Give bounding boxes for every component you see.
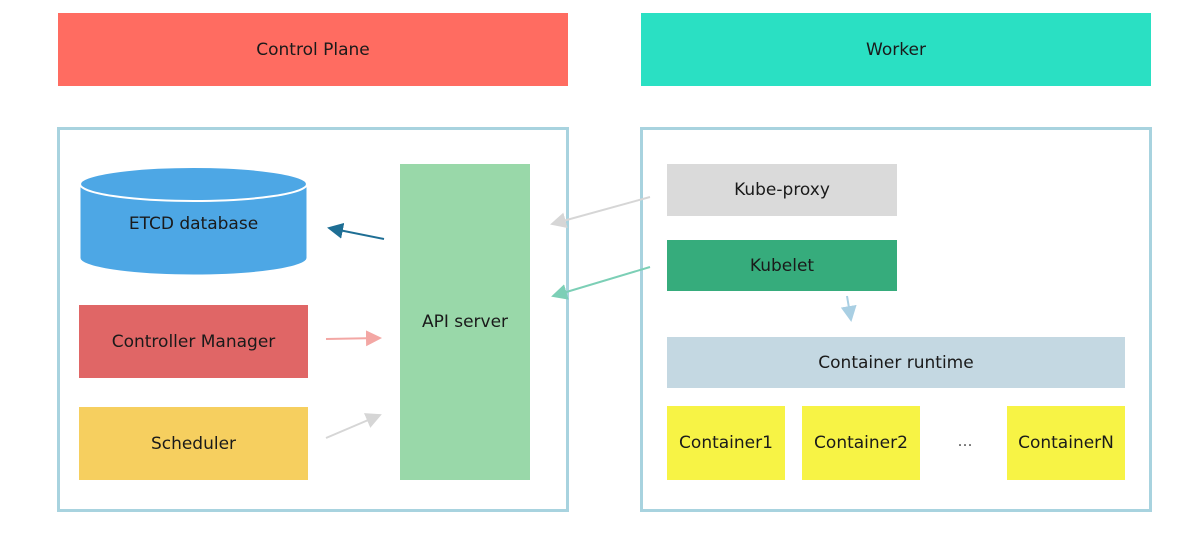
kubelet-label: Kubelet bbox=[749, 255, 815, 276]
control-plane-title: Control Plane bbox=[256, 39, 370, 60]
container-runtime-label: Container runtime bbox=[818, 352, 974, 373]
api-to-etcd-arrow bbox=[327, 222, 385, 240]
container-label: Container1 bbox=[679, 433, 773, 453]
scheduler-to-api-arrow bbox=[325, 413, 382, 439]
etcd-database-label: ETCD database bbox=[128, 214, 259, 234]
kube-proxy-label: Kube-proxy bbox=[734, 180, 830, 200]
kube-proxy-box: Kube-proxy bbox=[667, 164, 897, 216]
kubelet-to-runtime-arrow bbox=[840, 295, 857, 322]
container-runtime-box: Container runtime bbox=[667, 337, 1125, 388]
api-server-label: API server bbox=[421, 312, 509, 332]
container-box: Container2 bbox=[802, 406, 920, 480]
api-server-box: API server bbox=[400, 164, 530, 480]
etcd-database-cylinder bbox=[79, 166, 308, 276]
controller-to-api-arrow bbox=[325, 330, 382, 347]
scheduler-box: Scheduler bbox=[79, 407, 308, 480]
worker-title: Worker bbox=[866, 39, 926, 60]
container-label: ContainerN bbox=[1018, 433, 1114, 453]
kubelet-box: Kubelet bbox=[667, 240, 897, 291]
control-plane-frame bbox=[57, 127, 569, 512]
worker-frame bbox=[640, 127, 1152, 512]
kubelet-to-api-arrow bbox=[551, 266, 651, 300]
controller-manager-label: Controller Manager bbox=[111, 331, 276, 352]
container-box: ContainerN bbox=[1007, 406, 1125, 480]
worker-header: Worker bbox=[641, 13, 1151, 86]
container-ellipsis: … bbox=[957, 432, 973, 450]
control-plane-header: Control Plane bbox=[58, 13, 568, 86]
controller-manager-box: Controller Manager bbox=[79, 305, 308, 378]
scheduler-label: Scheduler bbox=[150, 433, 237, 454]
kube-proxy-to-api-arrow bbox=[550, 196, 651, 228]
container-label: Container2 bbox=[814, 433, 908, 453]
container-box: Container1 bbox=[667, 406, 785, 480]
